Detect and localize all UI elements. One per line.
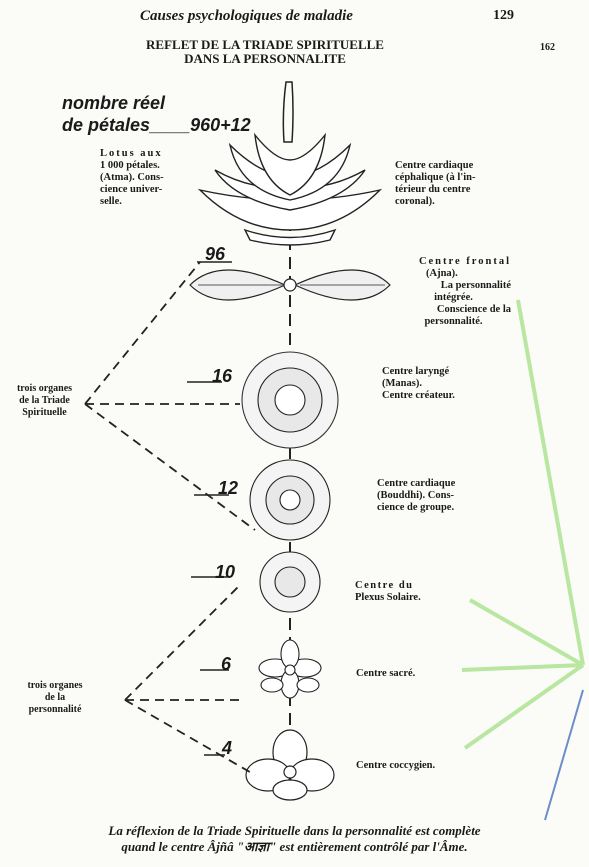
blue-arrow — [545, 690, 583, 820]
organs-line: Spirituelle — [2, 407, 87, 419]
center-desc-line: Centre sacré. — [356, 668, 415, 680]
center-desc-line: intégrée. — [396, 292, 511, 304]
count-4: 4 — [222, 738, 232, 759]
center-desc-line: Centre créateur. — [382, 390, 497, 402]
center-desc-line: Conscience de la — [396, 304, 511, 316]
lotus-stem — [283, 82, 293, 142]
center-desc-line: Centre coccygien. — [356, 760, 435, 772]
figure-caption: La réflexion de la Triade Spirituelle da… — [0, 823, 589, 855]
center-desc-line: térieur du centre — [395, 184, 510, 196]
center-desc-frontal: Centre frontal (Ajna). La personnalité i… — [396, 256, 511, 328]
solar-plexus-center-10 — [260, 552, 320, 612]
center-desc-line: Centre cardiaque — [377, 478, 492, 490]
center-desc-line: (Manas). — [382, 378, 497, 390]
center-desc-line: (Ajna). — [396, 268, 511, 280]
lotus-desc-line: (Atma). Cons- — [100, 172, 195, 184]
center-desc-line: (Bouddhi). Cons- — [377, 490, 492, 502]
personality-organs-label: trois organes de la personnalité — [10, 680, 100, 716]
dashed-connectors — [85, 262, 255, 775]
center-desc-line: La personnalité — [396, 280, 511, 292]
lotus-desc-line: cience univer- — [100, 184, 195, 196]
lotus-thousand-petals — [200, 135, 380, 245]
center-desc-line: personnalité. — [396, 316, 511, 328]
organs-line: personnalité — [10, 704, 100, 716]
sacral-center-6 — [259, 640, 321, 698]
center-desc-heart: Centre cardiaque (Bouddhi). Cons- cience… — [377, 478, 492, 514]
count-6: 6 — [221, 654, 231, 675]
triad-organs-label: trois organes de la Triade Spirituelle — [2, 383, 87, 419]
center-desc-line: Centre laryngé — [382, 366, 497, 378]
center-desc-solar-plexus: Centre du Plexus Solaire. — [355, 580, 460, 604]
organs-line: trois organes — [2, 383, 87, 395]
lotus-desc-line: Lotus aux — [100, 148, 195, 160]
throat-center-16 — [242, 352, 338, 448]
center-desc-line: Centre cardiaque — [395, 160, 510, 172]
organs-line: trois organes — [10, 680, 100, 692]
count-underlines — [187, 262, 232, 755]
organs-line: de la — [10, 692, 100, 704]
center-desc-line: cience de groupe. — [377, 502, 492, 514]
center-desc-line: Plexus Solaire. — [355, 592, 460, 604]
lotus-desc-line: 1 000 pétales. — [100, 160, 195, 172]
center-desc-root: Centre coccygien. — [356, 760, 435, 772]
count-12: 12 — [218, 478, 238, 499]
organs-line: de la Triade — [2, 395, 87, 407]
lotus-description: Lotus aux 1 000 pétales. (Atma). Cons- c… — [100, 148, 195, 208]
count-10: 10 — [215, 562, 235, 583]
center-desc-line: coronal). — [395, 196, 510, 208]
count-96: 96 — [205, 244, 225, 265]
caption-line2: quand le centre Âjñâ "आज्ञा" est entière… — [0, 839, 589, 855]
center-desc-cardiac-cephalic: Centre cardiaque céphalique (à l'in- tér… — [395, 160, 510, 208]
center-desc-sacral: Centre sacré. — [356, 668, 415, 680]
center-desc-line: Centre frontal — [396, 256, 511, 268]
count-16: 16 — [212, 366, 232, 387]
center-desc-throat: Centre laryngé (Manas). Centre créateur. — [382, 366, 497, 402]
center-desc-line: céphalique (à l'in- — [395, 172, 510, 184]
heart-center-12 — [250, 460, 330, 540]
caption-line1: La réflexion de la Triade Spirituelle da… — [0, 823, 589, 839]
lotus-desc-line: selle. — [100, 196, 195, 208]
center-desc-line: Centre du — [355, 580, 460, 592]
root-center-4 — [246, 730, 334, 800]
